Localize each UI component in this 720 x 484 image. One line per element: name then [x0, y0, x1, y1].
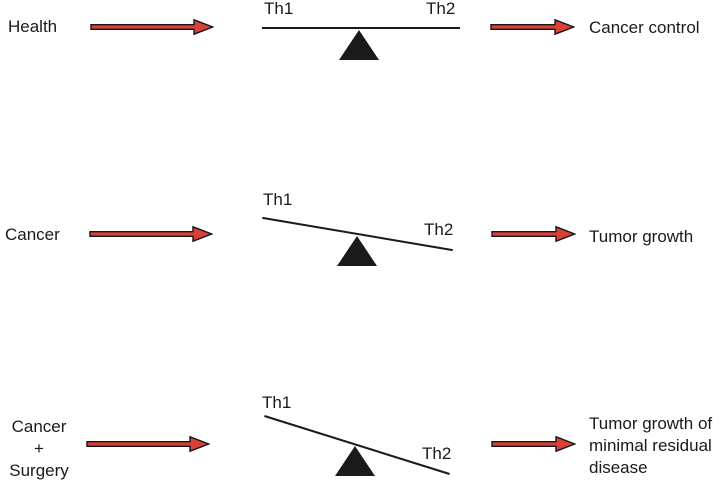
outcome-label-tumor-growth: Tumor growth	[589, 227, 694, 246]
arrow-shape	[89, 225, 213, 243]
condition-label-cancer-surgery: Cancer + Surgery	[6, 416, 72, 482]
fulcrum-triangle-icon	[335, 446, 375, 476]
th2-pan-label: Th2	[424, 220, 454, 239]
red-arrow-right-icon	[491, 225, 576, 243]
condition-line: Cancer	[11, 417, 67, 436]
th1-pan-label: Th1	[263, 190, 293, 209]
arrow-shape	[490, 18, 575, 36]
condition-label-health: Health	[8, 17, 58, 36]
outcome-line: disease	[589, 458, 648, 477]
red-arrow-right-icon	[490, 18, 575, 36]
outcome-label-cancer-control: Cancer control	[589, 18, 700, 37]
th1-pan-label: Th1	[264, 0, 294, 18]
outcome-line: Tumor growth of	[589, 414, 713, 433]
red-arrow-right-icon	[90, 18, 214, 36]
th2-pan-label: Th2	[426, 0, 456, 18]
arrow-shape	[491, 435, 576, 453]
th2-pan-label: Th2	[422, 444, 452, 463]
condition-line: Surgery	[9, 461, 69, 480]
balance-beam	[262, 27, 460, 29]
fulcrum-triangle-icon	[337, 236, 377, 266]
fulcrum-triangle-icon	[339, 30, 379, 60]
red-arrow-right-icon	[86, 435, 210, 453]
arrow-shape	[86, 435, 210, 453]
arrow-shape	[491, 225, 576, 243]
red-arrow-right-icon	[491, 435, 576, 453]
red-arrow-right-icon	[89, 225, 213, 243]
outcome-line: minimal residual	[589, 436, 712, 455]
condition-label-cancer: Cancer	[5, 225, 60, 244]
th1-pan-label: Th1	[262, 393, 292, 412]
outcome-label-minimal-residual-disease: Tumor growth of minimal residual disease	[589, 413, 712, 479]
arrow-shape	[90, 18, 214, 36]
condition-line: +	[34, 439, 44, 458]
